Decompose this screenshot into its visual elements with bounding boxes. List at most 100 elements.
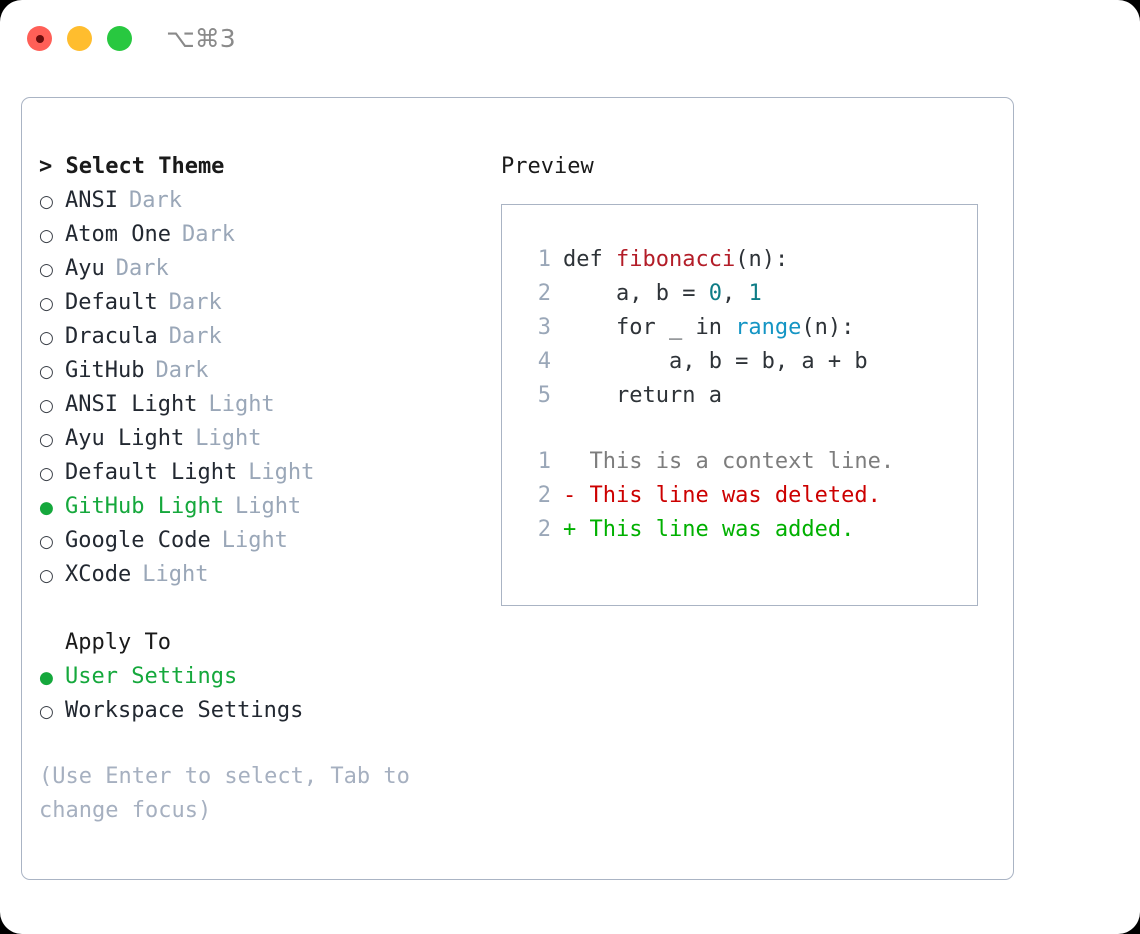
theme-option-kind: Dark <box>181 222 235 247</box>
radio-unselected-icon: ○ <box>39 328 54 348</box>
apply-to-option-list: ●User Settings ○ Workspace Settings <box>39 660 489 728</box>
radio-unselected-icon: ○ <box>39 192 54 212</box>
theme-option-kind: Dark <box>155 358 209 383</box>
theme-option-ansi[interactable]: ○ ANSI Dark <box>39 184 489 218</box>
diff-line-ctx: 1 This is a context line. <box>502 445 977 479</box>
diff-line-del: 2 - This line was deleted. <box>502 479 977 513</box>
theme-option-kind: Light <box>248 460 315 485</box>
close-button-icon[interactable] <box>27 26 52 51</box>
theme-option-label: GitHub Light <box>65 494 224 519</box>
list-spacer <box>39 592 489 626</box>
theme-option-default-light[interactable]: ○ Default Light Light <box>39 456 489 490</box>
code-line: 4 a, b = b, a + b <box>502 345 977 379</box>
theme-option-kind: Light <box>208 392 275 417</box>
traffic-lights <box>27 26 132 51</box>
apply-to-option-user-settings[interactable]: ●User Settings <box>39 660 489 694</box>
code-line-number: 2 <box>537 281 551 306</box>
code-line: 3 for _ in range(n): <box>502 311 977 345</box>
radio-selected-icon: ● <box>39 668 54 688</box>
diff-line-add: 2+ This line was added. <box>502 513 977 547</box>
select-theme-header: > Select Theme <box>39 154 225 179</box>
theme-option-label: Default Light <box>65 460 238 485</box>
theme-option-label: Google Code <box>65 528 211 553</box>
radio-unselected-icon: ○ <box>39 294 54 314</box>
theme-option-label: Dracula <box>65 324 158 349</box>
theme-option-ayu-light[interactable]: ○ Ayu Light Light <box>39 422 489 456</box>
radio-unselected-icon: ○ <box>39 430 54 450</box>
radio-unselected-icon: ○ <box>39 532 54 552</box>
keyboard-shortcut-label: ⌥⌘3 <box>166 24 236 53</box>
theme-option-label: Atom One <box>65 222 171 247</box>
maximize-button-icon[interactable] <box>107 26 132 51</box>
theme-option-label: XCode <box>65 562 132 587</box>
theme-option-github-light[interactable]: ● GitHub Light Light <box>39 490 489 524</box>
diff-line-number: 2 <box>537 483 551 508</box>
theme-option-label: ANSI <box>65 188 118 213</box>
diff-line-number: 2 <box>537 517 551 542</box>
theme-option-kind: Light <box>234 494 302 519</box>
theme-option-label: ANSI Light <box>65 392 198 417</box>
diff-sample: 1 This is a context line. 2 - This line wa… <box>502 445 977 547</box>
diff-line-text: - This line was deleted. <box>563 483 881 508</box>
code-token: (n): <box>801 315 855 340</box>
code-token: , <box>721 281 749 306</box>
code-diff-separator <box>502 413 977 445</box>
theme-option-kind: Light <box>221 528 288 553</box>
radio-unselected-icon: ○ <box>39 464 54 484</box>
theme-option-google-code[interactable]: ○ Google Code Light <box>39 524 489 558</box>
code-line-number: 3 <box>537 315 551 340</box>
diff-line-number: 1 <box>537 449 551 474</box>
code-token: def <box>563 247 616 272</box>
radio-unselected-icon: ○ <box>39 260 54 280</box>
radio-unselected-icon: ○ <box>39 702 54 722</box>
code-token: 0 <box>708 281 722 306</box>
apply-to-header: Apply To <box>65 630 171 655</box>
code-token: 1 <box>748 281 762 306</box>
theme-option-label: Ayu <box>65 256 105 281</box>
code-line-number: 4 <box>537 349 551 374</box>
theme-option-ayu[interactable]: ○ Ayu Dark <box>39 252 489 286</box>
code-token: a, b = b, a + b <box>563 349 868 374</box>
apply-to-option-label: Workspace Settings <box>65 698 304 723</box>
code-token: (n): <box>735 247 789 272</box>
code-line-number: 5 <box>537 383 551 408</box>
theme-option-kind: Dark <box>168 290 222 315</box>
code-token: a, b = <box>563 281 709 306</box>
title-bar: ⌥⌘3 <box>0 0 1140 78</box>
radio-unselected-icon: ○ <box>39 226 54 246</box>
code-line-number: 1 <box>537 247 551 272</box>
theme-option-ansi-light[interactable]: ○ ANSI Light Light <box>39 388 489 422</box>
theme-option-label: Ayu Light <box>65 426 185 451</box>
theme-option-label: GitHub <box>65 358 145 383</box>
preview-title: Preview <box>501 154 594 179</box>
code-line: 5 return a <box>502 379 977 413</box>
radio-unselected-icon: ○ <box>39 566 54 586</box>
radio-unselected-icon: ○ <box>39 396 54 416</box>
code-token: fibonacci <box>615 247 736 272</box>
minimize-button-icon[interactable] <box>67 26 92 51</box>
keyboard-hint-text: (Use Enter to select, Tab to change focu… <box>39 764 424 823</box>
code-line: 1 def fibonacci(n): <box>502 243 977 277</box>
radio-selected-icon: ● <box>39 498 54 518</box>
theme-option-xcode[interactable]: ○ XCode Light <box>39 558 489 592</box>
theme-option-kind: Dark <box>115 256 169 281</box>
diff-line-text: This is a context line. <box>563 449 895 474</box>
theme-option-kind: Light <box>142 562 209 587</box>
theme-option-kind: Dark <box>128 188 182 213</box>
theme-option-atom-one[interactable]: ○ Atom One Dark <box>39 218 489 252</box>
code-token: return a <box>563 383 722 408</box>
code-token: for _ in <box>563 315 736 340</box>
code-line: 2 a, b = 0, 1 <box>502 277 977 311</box>
code-token: range <box>735 315 802 340</box>
apply-to-option-workspace-settings[interactable]: ○ Workspace Settings <box>39 694 489 728</box>
theme-option-kind: Light <box>195 426 262 451</box>
